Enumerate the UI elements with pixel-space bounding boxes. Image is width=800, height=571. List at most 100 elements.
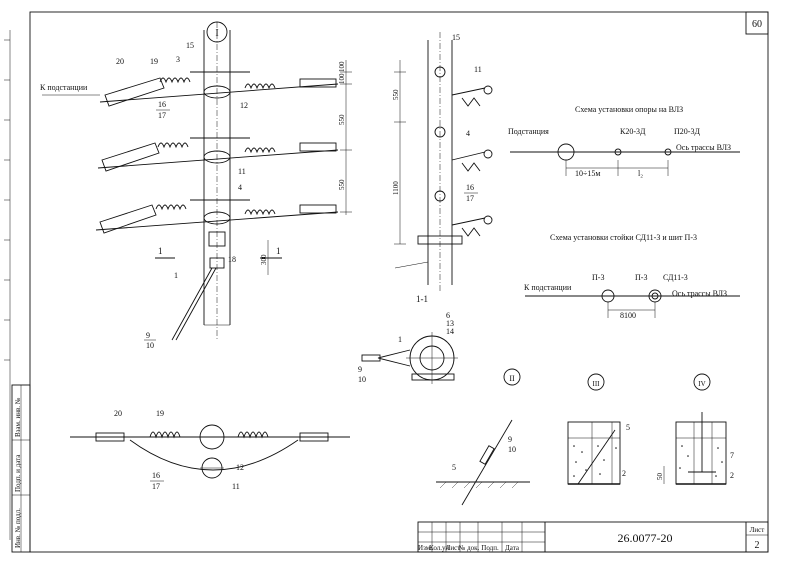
detail-II-marker: II bbox=[509, 374, 515, 383]
scheme2-sd: СД11-3 bbox=[663, 273, 688, 282]
detail-III-concrete bbox=[573, 445, 617, 477]
scheme-post-installation: Схема установки стойки СД11-3 и шит П-3 … bbox=[524, 233, 740, 320]
scheme1-p20: П20-3Д bbox=[674, 127, 700, 136]
scheme1-substation: Подстанция bbox=[508, 127, 549, 136]
tb-col-change: Изм. bbox=[418, 544, 432, 552]
scheme2-p3a: П-3 bbox=[592, 273, 604, 282]
side-dim-1100: 1100 bbox=[392, 181, 400, 195]
page-number: 60 bbox=[752, 19, 762, 30]
detail-IV-marker: IV bbox=[698, 380, 705, 388]
side-callout-16: 16 bbox=[466, 183, 474, 192]
arm-row-1 bbox=[99, 71, 339, 107]
section-callout-10: 10 bbox=[358, 375, 366, 384]
plan-callout-19: 19 bbox=[156, 409, 164, 418]
tb-col-sheet: Лист bbox=[446, 544, 461, 552]
sheet-frame bbox=[29, 11, 769, 553]
arm-row-3 bbox=[95, 199, 339, 234]
stamp-inv-original: Инв. № подл. bbox=[14, 508, 22, 548]
doc-code: 26.0077-20 bbox=[618, 531, 673, 545]
detail-IV-callout-7: 7 bbox=[730, 451, 734, 460]
section-mark-left: 1 bbox=[158, 246, 163, 256]
scheme2-p3b: П-3 bbox=[635, 273, 647, 282]
scheme1-axis: Ось трассы ВЛЗ bbox=[676, 143, 731, 152]
plan-callout-20: 20 bbox=[114, 409, 122, 418]
scheme1-title: Схема установки опоры на ВЛЗ bbox=[575, 105, 683, 114]
callout-17: 17 bbox=[158, 111, 166, 120]
plan-callout-11: 11 bbox=[232, 482, 240, 491]
side-dim-550: 550 bbox=[392, 89, 400, 100]
detail-IV-dim-50: 50 bbox=[656, 473, 664, 481]
section-mark-right: 1 bbox=[276, 246, 281, 256]
main-pole-view: I bbox=[40, 21, 352, 350]
view-marker-circle bbox=[206, 21, 228, 43]
tb-col-date: Дата bbox=[505, 544, 520, 552]
callout-20: 20 bbox=[116, 57, 124, 66]
tb-col-sign: Подп. bbox=[481, 544, 499, 552]
stamp-replaced-inv: Взам. инв. № bbox=[14, 397, 22, 437]
scheme2-dim: 8100 bbox=[620, 311, 636, 320]
side-callout-17: 17 bbox=[466, 194, 474, 203]
plan-callout-17: 17 bbox=[152, 482, 160, 491]
side-callout-15: 15 bbox=[452, 33, 460, 42]
sheet-label: Лист bbox=[750, 526, 765, 534]
detail-II: II 9 10 5 bbox=[436, 368, 530, 506]
section-callout-6: 6 bbox=[446, 311, 450, 320]
arm-row-2 bbox=[97, 137, 339, 172]
side-stamp: Инв. № подл. Подп. и дата Взам. инв. № bbox=[11, 384, 31, 553]
sheet-number: 2 bbox=[755, 540, 760, 551]
detail-IV-concrete bbox=[679, 445, 723, 477]
scheme1-dim2: l₂ bbox=[638, 169, 643, 178]
side-callout-4: 4 bbox=[466, 129, 470, 138]
detail-III: III 5 2 bbox=[567, 373, 630, 485]
title-block: Изм. Кол.уч Лист № док. Подп. Дата 26.00… bbox=[417, 521, 769, 553]
detail-III-callout-2: 2 bbox=[622, 469, 626, 478]
callout-3: 3 bbox=[176, 55, 180, 64]
callout-12: 12 bbox=[240, 101, 248, 110]
callout-1: 1 bbox=[174, 271, 178, 280]
dim-300: 300 bbox=[260, 254, 268, 265]
section-callout-1: 1 bbox=[398, 335, 402, 344]
dim-550a: 550 bbox=[338, 114, 346, 125]
scheme2-title: Схема установки стойки СД11-3 и шит П-3 bbox=[550, 233, 697, 242]
detail-III-marker: III bbox=[593, 380, 601, 388]
callout-18: 18 bbox=[228, 255, 236, 264]
to-substation-label: К подстанции bbox=[40, 83, 88, 92]
dim-100b: 100 bbox=[338, 73, 346, 84]
scheme1-dim1: 10÷15м bbox=[575, 169, 600, 178]
scheme2-to-substation: К подстанции bbox=[524, 283, 572, 292]
plan-callout-12: 12 bbox=[236, 463, 244, 472]
detail-IV: IV 50 7 2 bbox=[656, 373, 734, 485]
callout-15: 15 bbox=[186, 41, 194, 50]
stamp-signature-date: Подп. и дата bbox=[14, 454, 22, 492]
dim-100a: 100 bbox=[338, 61, 346, 72]
section-callout-14: 14 bbox=[446, 327, 454, 336]
detail-II-callout-9: 9 bbox=[508, 435, 512, 444]
section-title: 1-1 bbox=[416, 294, 428, 304]
detail-II-callout-10: 10 bbox=[508, 445, 516, 454]
dim-550b: 550 bbox=[338, 179, 346, 190]
plan-view: 20 19 16 17 11 12 bbox=[70, 409, 350, 491]
callout-11: 11 bbox=[238, 167, 246, 176]
detail-IV-callout-2: 2 bbox=[730, 471, 734, 480]
tb-col-count: Кол.уч bbox=[429, 544, 449, 552]
section-1-1: 1-1 6 13 14 1 9 10 bbox=[358, 294, 458, 384]
callout-16: 16 bbox=[158, 100, 166, 109]
callout-10: 10 bbox=[146, 341, 154, 350]
tb-col-docno: № док. bbox=[459, 544, 480, 552]
scheme-support-installation: Схема установки опоры на ВЛЗ Подстанция … bbox=[508, 105, 740, 178]
scheme1-k20: К20-3Д bbox=[620, 127, 646, 136]
callout-19: 19 bbox=[150, 57, 158, 66]
margin-ticks bbox=[4, 30, 11, 540]
view-marker-I: I bbox=[215, 28, 218, 39]
section-callout-13: 13 bbox=[446, 319, 454, 328]
detail-II-callout-5: 5 bbox=[452, 463, 456, 472]
side-pole-view: 550 1100 15 11 4 16 17 bbox=[392, 32, 493, 292]
page-number-box bbox=[745, 11, 769, 35]
section-callout-9: 9 bbox=[358, 365, 362, 374]
plan-callout-16: 16 bbox=[152, 471, 160, 480]
side-callout-11: 11 bbox=[474, 65, 482, 74]
detail-III-callout-5: 5 bbox=[626, 423, 630, 432]
callout-4: 4 bbox=[238, 183, 242, 192]
